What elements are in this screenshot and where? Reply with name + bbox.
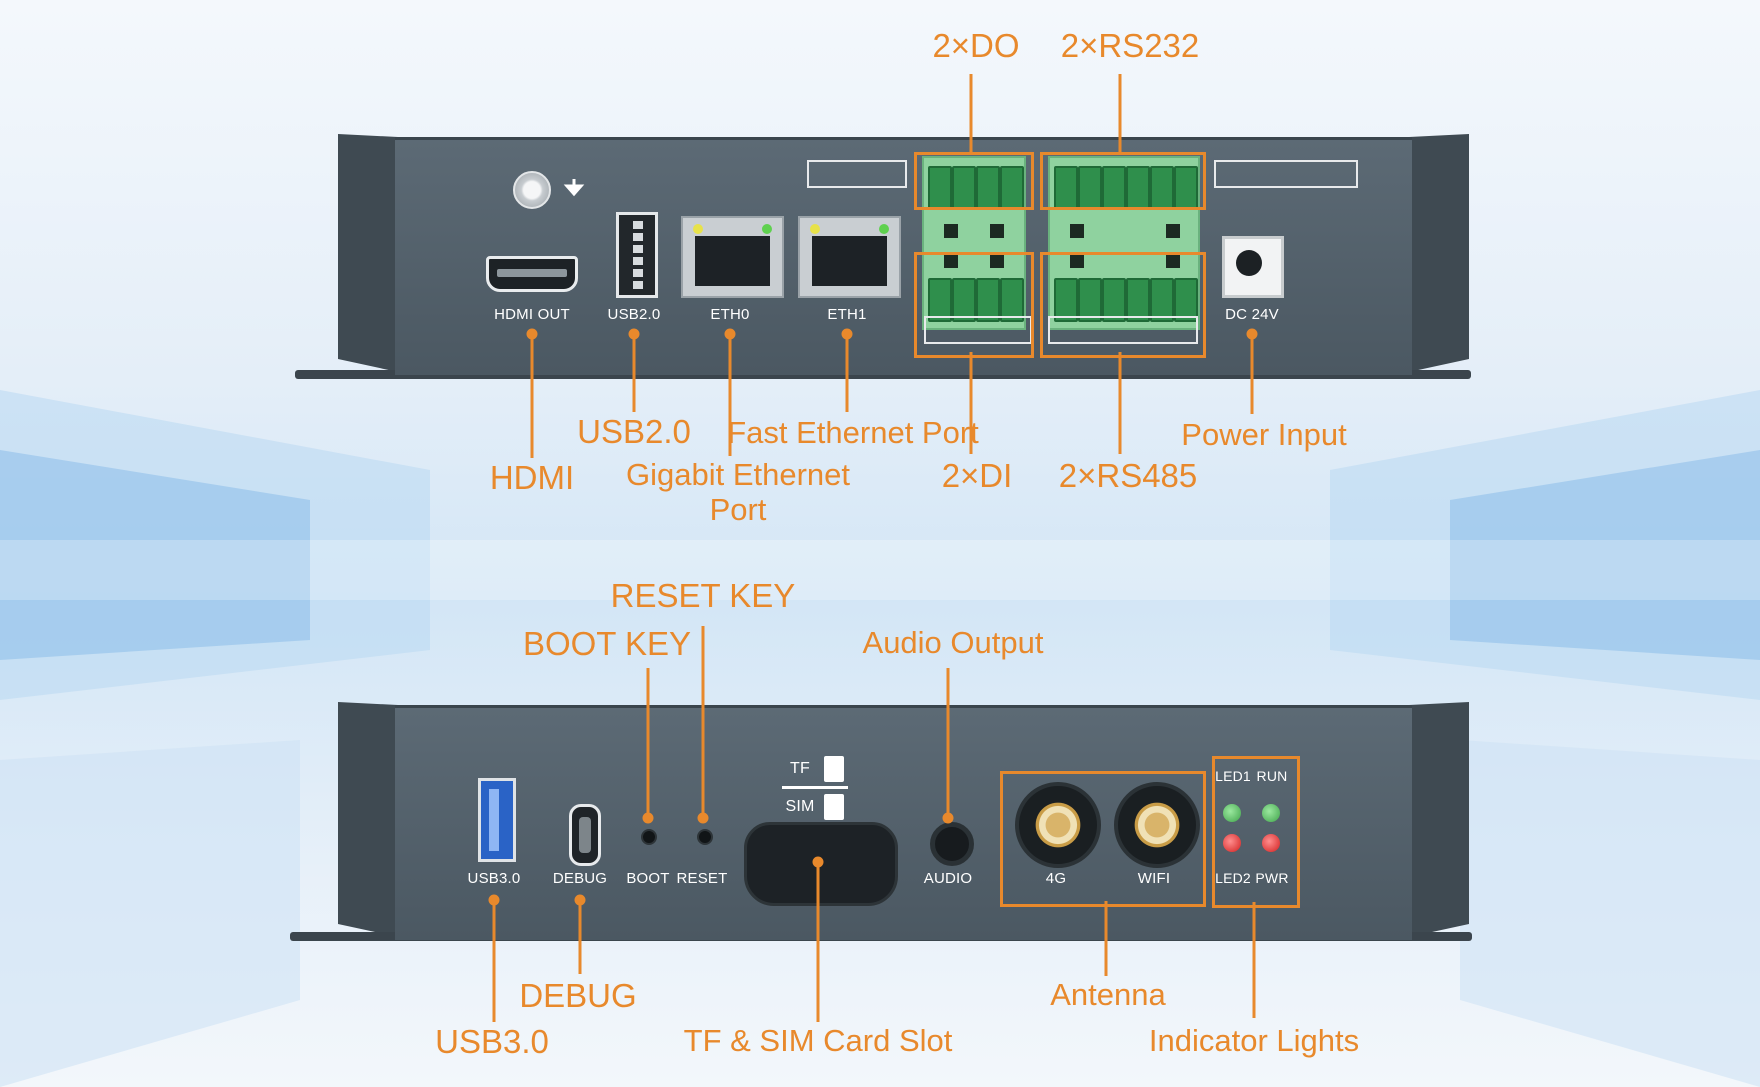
run-label: RUN — [1256, 768, 1288, 784]
antenna-highlight-box — [1000, 771, 1206, 907]
reset-label: RESET — [676, 870, 728, 887]
boot-key-button[interactable] — [641, 829, 657, 845]
run-indicator — [1262, 804, 1280, 822]
do-highlight-box — [914, 152, 1034, 210]
tf-sim-card-slot-door[interactable] — [744, 822, 898, 906]
eth0-port[interactable] — [681, 216, 784, 298]
ground-screw-icon — [513, 171, 551, 209]
top-panel-right-side — [1409, 134, 1469, 372]
callout-hdmi: HDMI — [489, 459, 575, 496]
rs232-pin-legend — [1214, 160, 1358, 188]
callout-rs485: 2×RS485 — [1058, 457, 1198, 494]
indicator-highlight-box — [1212, 756, 1300, 908]
usb30-label: USB3.0 — [467, 870, 521, 887]
reset-key-button[interactable] — [697, 829, 713, 845]
led2-label: LED2 — [1215, 870, 1251, 886]
debug-label: DEBUG — [552, 870, 608, 887]
led2-indicator — [1223, 834, 1241, 852]
rs485-pin-legend — [1048, 316, 1198, 344]
callout-reset-key: RESET KEY — [610, 577, 796, 614]
callout-debug: DEBUG — [519, 977, 637, 1014]
callout-power-input: Power Input — [1181, 417, 1347, 452]
callout-fast-ethernet: Fast Ethernet Port — [727, 415, 979, 450]
callout-usb30: USB3.0 — [435, 1023, 549, 1060]
pwr-indicator — [1262, 834, 1280, 852]
rs232-highlight-box — [1040, 152, 1206, 210]
audio-jack[interactable] — [930, 822, 974, 866]
usb30-port[interactable] — [478, 778, 516, 862]
led1-label: LED1 — [1215, 768, 1251, 784]
rs485-highlight-box — [1040, 252, 1206, 358]
callout-do: 2×DO — [932, 27, 1020, 64]
usb20-port[interactable] — [616, 212, 658, 298]
bottom-panel-left-side — [338, 702, 398, 937]
callout-card-slot: TF & SIM Card Slot — [683, 1023, 953, 1058]
callout-di: 2×DI — [941, 457, 1013, 494]
dc-power-jack[interactable] — [1222, 236, 1284, 298]
bottom-panel — [395, 705, 1412, 940]
callout-boot-key: BOOT KEY — [522, 625, 692, 662]
tf-label: TF — [790, 760, 810, 777]
callout-indicator-lights: Indicator Lights — [1148, 1023, 1360, 1058]
sim-label: SIM — [785, 798, 815, 815]
top-panel-left-side — [338, 134, 398, 372]
eth1-port[interactable] — [798, 216, 901, 298]
hdmi-out-label: HDMI OUT — [494, 306, 570, 323]
eth0-label: ETH0 — [710, 306, 750, 323]
bottom-panel-right-side — [1409, 702, 1469, 937]
tf-card-icon — [824, 756, 844, 782]
pwr-label: PWR — [1255, 870, 1289, 886]
callout-gigabit-ethernet: Gigabit Ethernet Port — [625, 457, 851, 527]
callout-antenna: Antenna — [1050, 977, 1166, 1012]
antenna-wifi-connector[interactable] — [1114, 782, 1200, 868]
card-label-divider — [782, 786, 848, 789]
hdmi-out-port[interactable] — [486, 256, 578, 292]
ant-4g-label: 4G — [1045, 870, 1067, 887]
ground-arrow-icon — [563, 179, 585, 197]
rs232-rs485-terminal-block[interactable] — [1048, 156, 1200, 330]
ant-wifi-label: WIFI — [1137, 870, 1171, 887]
boot-label: BOOT — [626, 870, 670, 887]
callout-audio-output: Audio Output — [862, 625, 1044, 660]
sim-card-icon — [824, 794, 844, 820]
antenna-4g-connector[interactable] — [1015, 782, 1101, 868]
dc24v-label: DC 24V — [1225, 306, 1279, 323]
eth1-label: ETH1 — [827, 306, 867, 323]
debug-usbc-port[interactable] — [569, 804, 601, 866]
di-highlight-box — [914, 252, 1034, 358]
audio-label: AUDIO — [923, 870, 973, 887]
led1-indicator — [1223, 804, 1241, 822]
usb20-label: USB2.0 — [607, 306, 661, 323]
callout-usb20: USB2.0 — [577, 413, 691, 450]
do-pin-legend — [807, 160, 907, 188]
callout-rs232: 2×RS232 — [1060, 27, 1200, 64]
